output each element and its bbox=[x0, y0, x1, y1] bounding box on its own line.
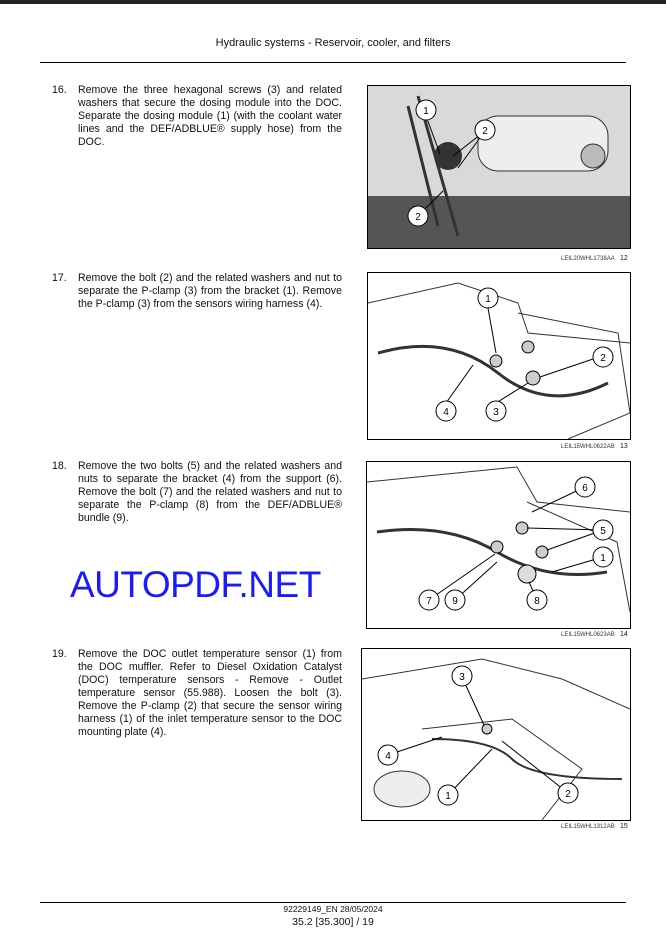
page-header: Hydraulic systems - Reservoir, cooler, a… bbox=[215, 37, 451, 49]
step-16: 16. Remove the three hexagonal screws (3)… bbox=[52, 84, 342, 149]
step-number: 18. bbox=[52, 460, 67, 472]
step-number: 19. bbox=[52, 648, 67, 660]
step-17: 17. Remove the bolt (2) and the related w… bbox=[52, 272, 342, 311]
footer-rule bbox=[40, 902, 626, 903]
callout-6: 6 bbox=[582, 483, 588, 494]
callout-2: 2 bbox=[600, 353, 606, 364]
step-number: 16. bbox=[52, 84, 67, 96]
figure-14-drawing: 6 5 1 7 9 8 bbox=[366, 461, 631, 629]
figure-13-drawing: 1 2 4 3 bbox=[367, 272, 631, 440]
callout-1: 1 bbox=[600, 553, 606, 564]
callout-8: 8 bbox=[534, 596, 540, 607]
figure-number: 13 bbox=[620, 443, 628, 450]
callout-2: 2 bbox=[482, 126, 488, 137]
step-text: Remove the DOC outlet temperature sensor… bbox=[78, 648, 342, 738]
figure-code: LEIL20WHL1738AA bbox=[561, 256, 615, 262]
figure-code: LEIL15WHL0622AB bbox=[561, 444, 615, 450]
step-18: 18. Remove the two bolts (5) and the rela… bbox=[52, 460, 342, 525]
footer-doc-id: 92229149_EN 28/05/2024 bbox=[283, 904, 383, 914]
figure-12-photo: 1 2 2 bbox=[367, 85, 631, 249]
callout-1: 1 bbox=[423, 106, 429, 117]
header-rule bbox=[40, 62, 626, 63]
callout-7: 7 bbox=[426, 596, 432, 607]
callout-4: 4 bbox=[385, 751, 391, 762]
step-text: Remove the bolt (2) and the related wash… bbox=[78, 272, 342, 310]
step-number: 17. bbox=[52, 272, 67, 284]
callout-1: 1 bbox=[445, 791, 451, 802]
step-19: 19. Remove the DOC outlet temperature sen… bbox=[52, 648, 342, 739]
figure-15-drawing: 3 4 1 2 bbox=[361, 648, 631, 821]
callout-9: 9 bbox=[452, 596, 458, 607]
callout-3: 3 bbox=[493, 407, 499, 418]
footer-page-number: 35.2 [35.300] / 19 bbox=[292, 916, 374, 928]
callout-2: 2 bbox=[415, 212, 421, 223]
figure-code: LEIL15WHL0623AB bbox=[561, 632, 615, 638]
figure-number: 12 bbox=[620, 255, 628, 262]
callout-4: 4 bbox=[443, 407, 449, 418]
step-text: Remove the two bolts (5) and the related… bbox=[78, 460, 342, 524]
step-text: Remove the three hexagonal screws (3) an… bbox=[78, 84, 342, 148]
callout-3: 3 bbox=[459, 672, 465, 683]
callout-5: 5 bbox=[600, 526, 606, 537]
watermark: AUTOPDF.NET bbox=[70, 564, 321, 605]
figure-number: 15 bbox=[620, 823, 628, 830]
top-border bbox=[0, 0, 666, 4]
figure-number: 14 bbox=[620, 631, 628, 638]
figure-code: LEIL15WHL1312AB bbox=[561, 824, 615, 830]
callout-2: 2 bbox=[565, 789, 571, 800]
callout-1: 1 bbox=[485, 294, 491, 305]
